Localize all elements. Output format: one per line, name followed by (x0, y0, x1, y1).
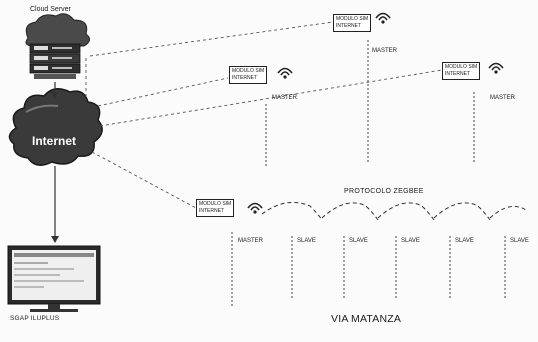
slave-label: SLAVE (510, 238, 529, 244)
cloud-server-icon (25, 13, 90, 79)
internet-label: Internet (32, 134, 77, 148)
slave-label: SLAVE (455, 238, 474, 244)
sim-module-box: MODULO SIM INTERNET (333, 14, 372, 32)
workstation-label: SGAP ILUPLUS (10, 315, 60, 322)
sim-module-box: MODULO SIM INTERNET (442, 62, 481, 80)
workstation-monitor-icon (7, 245, 101, 312)
internet-cloud-icon (8, 88, 103, 166)
master-label: MASTER (490, 95, 516, 101)
road-label: VIA MATANZA (331, 313, 402, 325)
slave-label: SLAVE (349, 238, 368, 244)
zigbee-arcs (261, 201, 527, 221)
light-poles (231, 40, 506, 306)
master-label: MASTER (372, 48, 398, 54)
sim-module-line2: INTERNET (336, 23, 361, 29)
master-label: MASTER (272, 95, 298, 101)
sim-module-line2: INTERNET (232, 75, 257, 81)
sim-module-line2: INTERNET (199, 208, 224, 214)
slave-label: SLAVE (297, 238, 316, 244)
wifi-icon (277, 67, 293, 79)
slave-label: SLAVE (401, 238, 420, 244)
sim-module-line1: MODULO SIM (232, 68, 265, 74)
sim-module-line1: MODULO SIM (445, 64, 478, 70)
sim-module-line1: MODULO SIM (199, 201, 232, 207)
cloud-server-label: Cloud Server (30, 6, 71, 13)
wifi-icon (488, 62, 504, 74)
sim-module-box: MODULO SIM INTERNET (196, 199, 235, 217)
internet-links (89, 21, 443, 209)
wifi-icon (247, 202, 263, 214)
sim-module-box: MODULO SIM INTERNET (229, 66, 268, 84)
wifi-icon (375, 12, 391, 24)
protocol-label: PROTOCOLO ZEGBEE (344, 188, 424, 195)
master-label: MASTER (238, 238, 264, 244)
sim-module-line2: INTERNET (445, 71, 470, 77)
sim-module-line1: MODULO SIM (336, 16, 369, 22)
